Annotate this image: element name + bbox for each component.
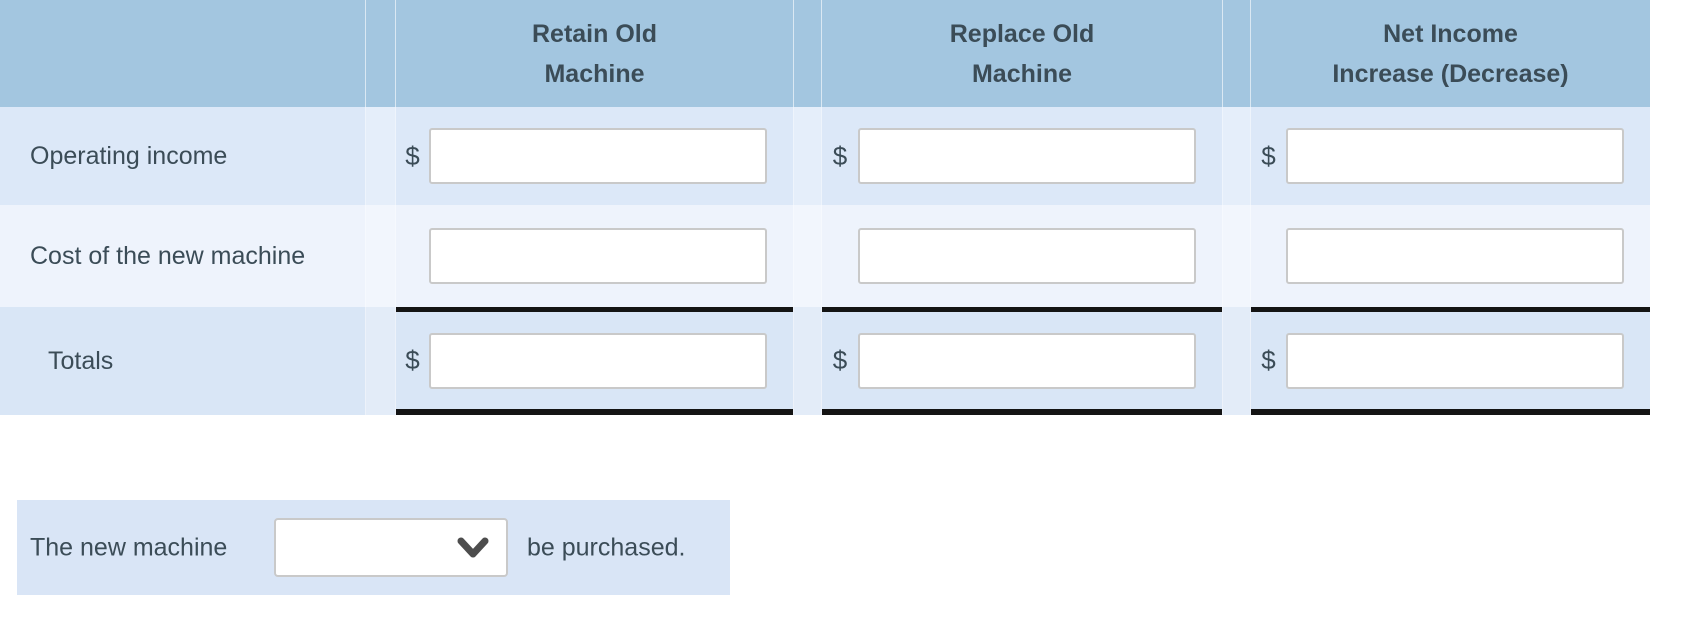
- input-totals-replace[interactable]: [858, 332, 1196, 389]
- row-label: Totals: [48, 346, 114, 375]
- table-row-cost-new-machine: Cost of the new machine: [0, 205, 1650, 307]
- column-spacer: [793, 307, 822, 415]
- incremental-analysis-table: Retain Old Machine Replace Old Machine N…: [0, 0, 1650, 415]
- column-spacer: [1222, 307, 1251, 415]
- dollar-sign: $: [1261, 140, 1276, 171]
- input-cost-new-machine-replace[interactable]: [858, 228, 1196, 284]
- input-totals-net[interactable]: [1286, 332, 1624, 389]
- table-cell: $: [396, 107, 793, 205]
- column-header-net-income: Net Income Increase (Decrease): [1251, 0, 1650, 107]
- header-line: Net Income: [1383, 19, 1518, 48]
- dollar-sign: $: [405, 345, 420, 375]
- input-totals-retain[interactable]: [429, 332, 767, 389]
- table-cell: [822, 205, 1222, 307]
- table-header-row: Retain Old Machine Replace Old Machine N…: [0, 0, 1650, 107]
- table-cell: $: [822, 307, 1222, 415]
- table-cell: $: [1251, 307, 1650, 415]
- header-line: Machine: [544, 59, 645, 88]
- table-cell: $: [1251, 107, 1650, 205]
- dollar-sign: $: [1261, 345, 1276, 375]
- table-cell: [1251, 205, 1650, 307]
- table-cell: [396, 205, 793, 307]
- column-spacer: [1222, 205, 1251, 307]
- column-spacer: [365, 107, 396, 205]
- table-row-totals: Totals $ $ $: [0, 307, 1650, 415]
- column-spacer: [793, 0, 822, 107]
- dollar-sign: $: [832, 140, 848, 171]
- sentence-suffix: be purchased.: [527, 533, 686, 561]
- column-spacer: [365, 205, 396, 307]
- purchase-decision-select[interactable]: [274, 518, 508, 577]
- column-spacer: [1222, 107, 1251, 205]
- table-row-operating-income: Operating income $ $ $: [0, 107, 1650, 205]
- row-label: Operating income: [30, 141, 228, 170]
- sentence-prefix: The new machine: [30, 533, 228, 561]
- input-operating-income-retain[interactable]: [429, 128, 767, 184]
- header-line: Machine: [971, 59, 1073, 88]
- column-spacer: [793, 107, 822, 205]
- column-header-retain-old-machine: Retain Old Machine: [396, 0, 793, 107]
- header-cell-empty: [0, 0, 365, 107]
- table-cell: $: [822, 107, 1222, 205]
- column-spacer: [1222, 0, 1251, 107]
- purchase-decision-panel: The new machine be purchased.: [17, 500, 730, 595]
- input-cost-new-machine-retain[interactable]: [429, 228, 767, 284]
- input-operating-income-replace[interactable]: [858, 128, 1196, 184]
- dollar-sign: $: [832, 345, 848, 375]
- column-spacer: [365, 307, 396, 415]
- row-label: Cost of the new machine: [30, 241, 306, 270]
- column-spacer: [793, 205, 822, 307]
- input-operating-income-net[interactable]: [1286, 128, 1624, 184]
- input-cost-new-machine-net[interactable]: [1286, 228, 1624, 284]
- table-cell: $: [396, 307, 793, 415]
- column-header-replace-old-machine: Replace Old Machine: [822, 0, 1222, 107]
- chevron-down-icon: [457, 537, 489, 557]
- dollar-sign: $: [405, 140, 420, 171]
- header-line: Retain Old: [531, 19, 657, 48]
- header-line: Increase (Decrease): [1332, 59, 1569, 88]
- header-line: Replace Old: [949, 19, 1095, 48]
- column-spacer: [365, 0, 396, 107]
